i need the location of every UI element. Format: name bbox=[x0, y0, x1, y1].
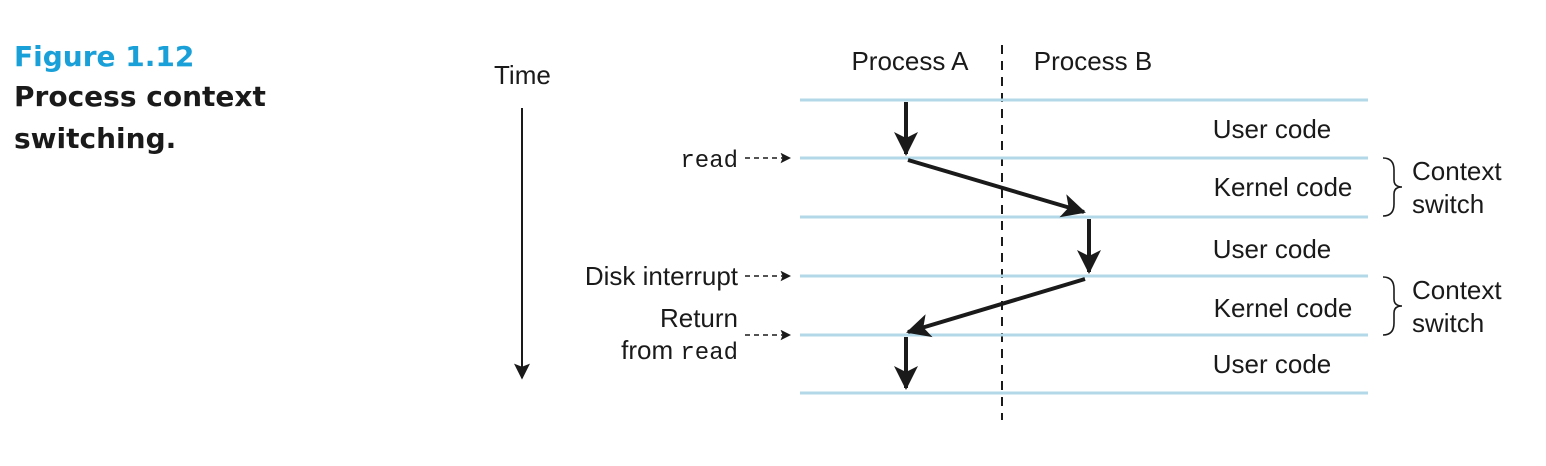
flow-arrow bbox=[907, 158, 1086, 218]
segment-user-code: User code bbox=[1213, 349, 1332, 379]
segment-user-code: User code bbox=[1213, 234, 1332, 264]
context-switch-word: Context bbox=[1412, 156, 1502, 186]
event-return-read-word: read bbox=[680, 340, 738, 367]
context-switch-label: Context switch bbox=[1412, 275, 1509, 338]
context-switch-brace bbox=[1382, 276, 1403, 336]
segment-kernel-code: Kernel code bbox=[1214, 293, 1353, 323]
segment-user-code: User code bbox=[1213, 114, 1332, 144]
event-return-from-read-label: from read bbox=[621, 335, 738, 367]
segment-kernel-code: Kernel code bbox=[1214, 172, 1353, 202]
figure-title: Process context switching. bbox=[14, 80, 266, 155]
control-flow bbox=[894, 102, 1101, 390]
event-disk-interrupt-label: Disk interrupt bbox=[585, 261, 739, 291]
event-return-from-word: from bbox=[621, 335, 680, 365]
event-return-label: Return bbox=[660, 303, 738, 333]
time-label: Time bbox=[494, 60, 551, 90]
context-switch-word: switch bbox=[1412, 189, 1484, 219]
figure-number: Figure 1.12 bbox=[14, 40, 195, 73]
context-switch-word: Context bbox=[1412, 275, 1502, 305]
event-read-label: read bbox=[680, 148, 738, 175]
flow-arrow bbox=[906, 277, 1086, 338]
context-switch-word: switch bbox=[1412, 308, 1484, 338]
context-switch-brace bbox=[1382, 157, 1403, 217]
column-process-b: Process B bbox=[1034, 46, 1153, 76]
column-process-a: Process A bbox=[851, 46, 969, 76]
context-switch-label: Context switch bbox=[1412, 156, 1509, 219]
figure-caption: Figure 1.12 Process context switching. bbox=[14, 38, 314, 160]
